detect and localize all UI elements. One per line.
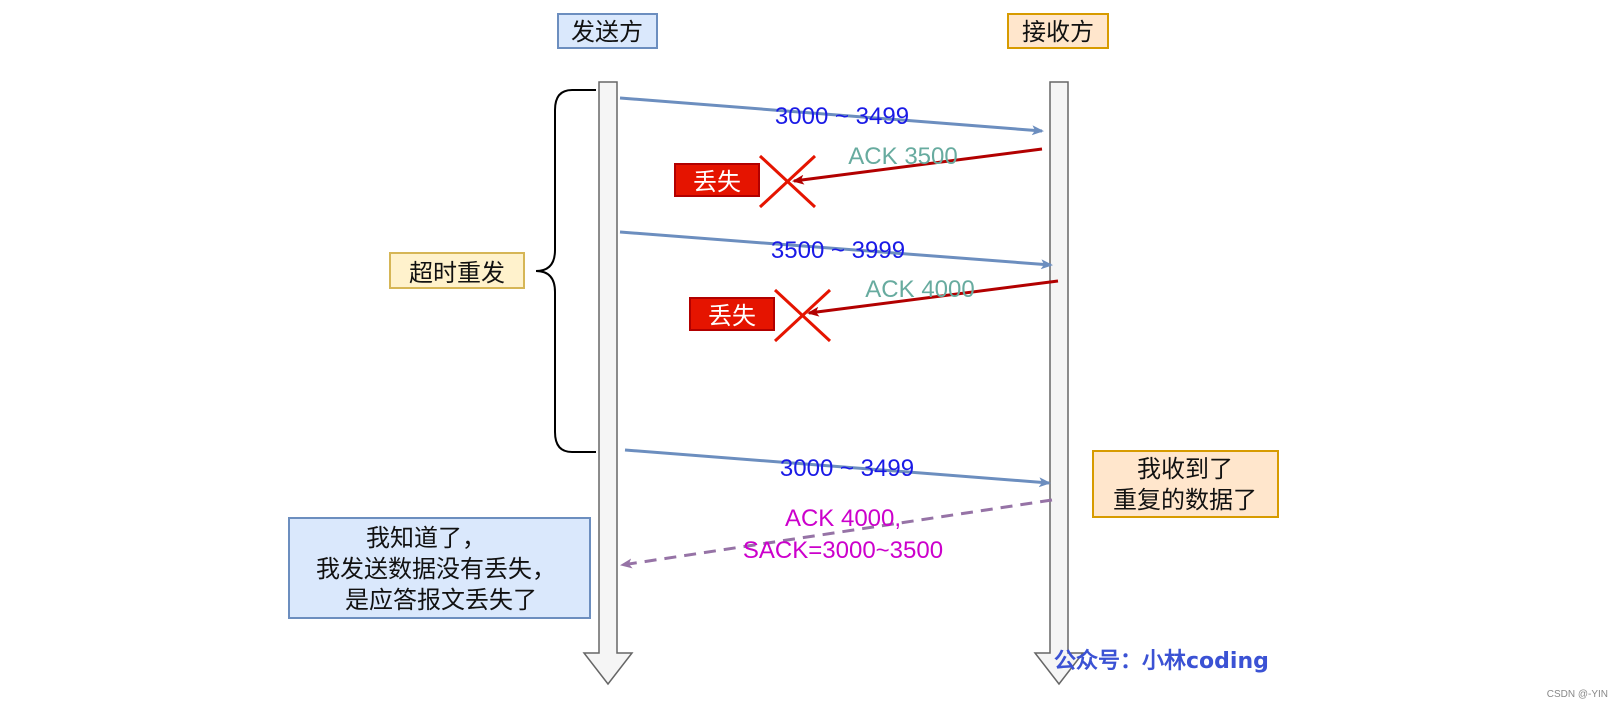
sender-note-line-2: 我发送数据没有丢失， — [316, 555, 556, 583]
data-arrow-2 — [619, 230, 1053, 270]
ack-label-1: ACK 3500 — [848, 143, 957, 170]
credit-text: CSDN @-YIN — [1547, 689, 1608, 700]
receiver-title: 接收方 — [1022, 18, 1094, 46]
receiver-note-line-1: 我收到了 — [1137, 455, 1233, 483]
ack-arrow-2 — [807, 279, 1059, 317]
lost-x-icon — [758, 154, 817, 209]
sender-note: 我知道了， 我发送数据没有丢失， 是应答报文丢失了 — [288, 517, 591, 619]
ack-label-2: ACK 4000 — [865, 276, 974, 303]
data-label-1: 3000 ~ 3499 — [775, 103, 909, 130]
timeout-brace — [535, 89, 596, 453]
lost-badge-1: 丢失 — [674, 163, 760, 197]
receiver-lifeline — [1033, 81, 1085, 686]
lost-label-1: 丢失 — [693, 168, 741, 196]
data-arrow-1 — [619, 96, 1044, 136]
sack-label-line-1: ACK 4000, — [785, 505, 901, 532]
receiver-note-line-2: 重复的数据了 — [1113, 486, 1257, 514]
data-label-3: 3000 ~ 3499 — [780, 455, 914, 482]
data-arrow-3 — [624, 448, 1051, 488]
timeout-label: 超时重发 — [409, 259, 505, 287]
lost-x-icon — [773, 288, 832, 343]
sender-note-line-1: 我知道了， — [366, 524, 486, 552]
lost-label-2: 丢失 — [708, 302, 756, 330]
sack-arrow — [620, 498, 1053, 569]
data-label-2: 3500 ~ 3999 — [771, 237, 905, 264]
sender-lifeline — [582, 81, 634, 686]
sender-header: 发送方 — [557, 13, 658, 49]
receiver-note: 我收到了 重复的数据了 — [1092, 450, 1279, 518]
ack-arrow-1 — [792, 147, 1043, 185]
sender-note-line-3: 是应答报文丢失了 — [345, 586, 537, 614]
sender-title: 发送方 — [571, 18, 643, 46]
sack-label-line-2: SACK=3000~3500 — [743, 537, 943, 564]
watermark-text: 公众号：小林coding — [1054, 649, 1269, 674]
lost-badge-2: 丢失 — [689, 297, 775, 331]
receiver-header: 接收方 — [1007, 13, 1109, 49]
timeout-label-box: 超时重发 — [389, 252, 525, 289]
